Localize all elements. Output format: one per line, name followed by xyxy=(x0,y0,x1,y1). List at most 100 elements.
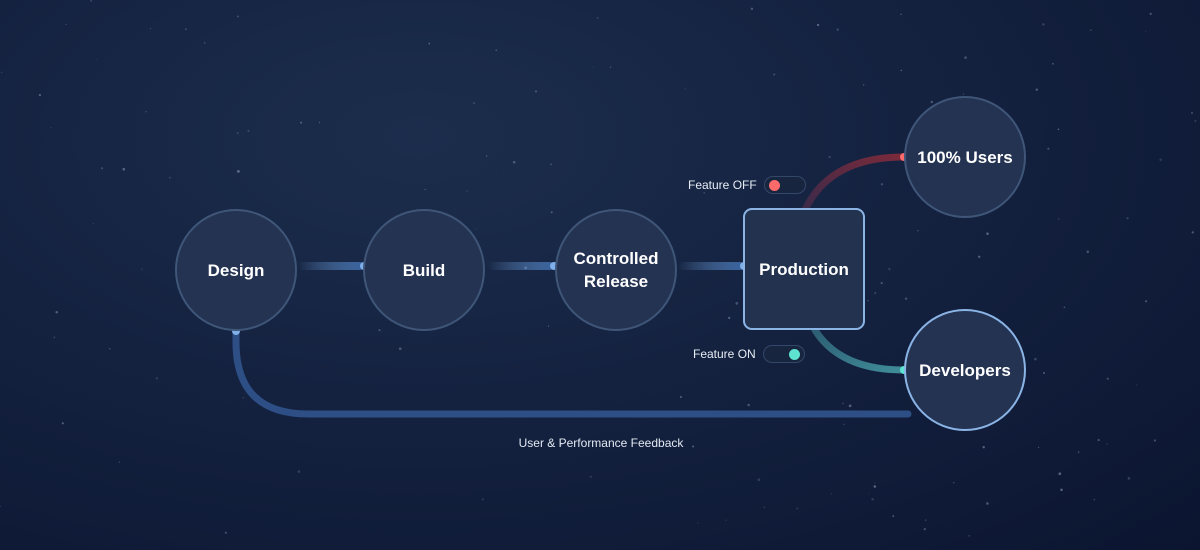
node-controlled-release-label-line1: Controlled xyxy=(573,249,659,268)
feedback-loop-path xyxy=(232,327,912,418)
star xyxy=(609,66,612,68)
star xyxy=(953,482,955,484)
star xyxy=(871,498,874,501)
star xyxy=(874,482,876,484)
star xyxy=(1145,300,1148,303)
star xyxy=(1149,12,1152,16)
toggle-knob-on xyxy=(788,349,800,360)
star xyxy=(589,475,592,478)
star xyxy=(550,211,553,214)
star xyxy=(986,232,989,235)
node-design-label: Design xyxy=(207,260,265,280)
star xyxy=(155,377,159,380)
star xyxy=(900,13,902,16)
star xyxy=(968,535,970,537)
star xyxy=(977,255,981,259)
star xyxy=(757,478,761,482)
node-developers[interactable]: Developers xyxy=(904,309,1026,431)
star xyxy=(495,49,497,51)
star xyxy=(796,507,799,510)
star xyxy=(378,329,381,332)
star xyxy=(203,42,206,44)
star xyxy=(1042,23,1045,26)
feature-off-path xyxy=(801,153,908,214)
star xyxy=(863,84,865,86)
star xyxy=(892,515,895,518)
star xyxy=(923,527,926,531)
star xyxy=(473,102,476,105)
star xyxy=(237,170,240,173)
star xyxy=(95,58,97,61)
node-all-users-label: 100% Users xyxy=(917,147,1013,167)
star xyxy=(1077,451,1080,453)
star xyxy=(150,28,151,30)
star xyxy=(900,69,903,72)
star xyxy=(560,443,563,446)
star xyxy=(144,110,147,113)
star xyxy=(485,155,488,157)
star xyxy=(930,100,934,104)
star xyxy=(122,167,126,171)
star xyxy=(101,167,104,170)
star xyxy=(297,470,301,473)
star xyxy=(1106,443,1108,445)
star xyxy=(1127,477,1131,480)
star xyxy=(300,121,303,124)
star xyxy=(481,498,485,501)
star xyxy=(1043,372,1045,374)
star xyxy=(92,223,94,225)
feature-off-label: Feature OFF xyxy=(688,178,757,192)
star xyxy=(1063,306,1066,309)
star xyxy=(843,423,845,426)
link-design-build xyxy=(298,262,364,270)
star xyxy=(986,502,989,505)
star xyxy=(867,299,869,302)
star xyxy=(141,268,143,270)
star xyxy=(684,88,686,90)
node-production[interactable]: Production xyxy=(743,208,865,330)
star xyxy=(1106,377,1109,380)
star xyxy=(236,132,239,135)
star xyxy=(1047,147,1050,150)
star xyxy=(1159,158,1163,162)
star xyxy=(880,183,884,186)
star xyxy=(512,160,516,164)
star xyxy=(0,71,3,74)
star xyxy=(475,228,477,230)
node-developers-label: Developers xyxy=(919,360,1011,380)
star xyxy=(118,461,121,463)
star xyxy=(1126,217,1129,220)
toggle-knob-off xyxy=(768,180,780,191)
node-build-label: Build xyxy=(402,260,446,280)
star xyxy=(747,403,750,407)
star xyxy=(828,155,831,159)
feature-on-toggle[interactable] xyxy=(762,345,805,363)
star xyxy=(318,121,321,124)
star xyxy=(550,163,552,166)
star xyxy=(592,66,594,68)
star xyxy=(168,176,171,179)
feature-off-toggle[interactable] xyxy=(763,176,806,194)
star xyxy=(1089,29,1092,32)
node-controlled-release[interactable]: Controlled Release xyxy=(555,209,677,331)
star xyxy=(1097,439,1100,442)
star xyxy=(888,267,891,271)
feature-off-toggle-row: Feature OFF xyxy=(688,176,806,194)
node-design[interactable]: Design xyxy=(175,209,297,331)
star xyxy=(1035,88,1039,91)
star xyxy=(1194,119,1197,123)
star xyxy=(728,316,731,320)
star xyxy=(836,28,839,31)
star xyxy=(917,230,919,232)
star xyxy=(692,445,695,448)
node-controlled-release-label-line2: Release xyxy=(583,272,649,291)
star xyxy=(924,519,927,522)
node-build[interactable]: Build xyxy=(363,209,485,331)
node-all-users[interactable]: 100% Users xyxy=(904,96,1026,218)
star xyxy=(38,93,42,97)
star xyxy=(55,311,58,314)
star xyxy=(1034,357,1037,361)
feature-on-label: Feature ON xyxy=(693,347,756,361)
star xyxy=(1145,30,1147,32)
